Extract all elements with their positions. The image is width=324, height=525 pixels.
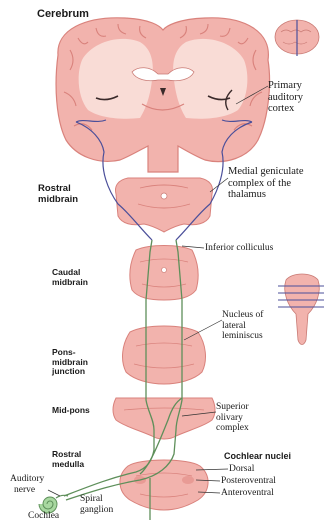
label-line: Rostral: [38, 184, 78, 195]
label-line: olivary: [216, 413, 249, 424]
label-spiral-ganglion: Spiral ganglion: [80, 494, 113, 515]
label-line: medulla: [52, 460, 84, 470]
rostral-midbrain-section: [116, 178, 213, 232]
label-line: junction: [52, 367, 88, 377]
label-line: Auditory: [10, 474, 44, 485]
label-inferior-colliculus: Inferior colliculus: [205, 243, 273, 254]
label-pons-midbrain-junction: Pons- midbrain junction: [52, 348, 88, 377]
label-line: midbrain: [52, 278, 88, 288]
label-line: complex of the: [228, 178, 304, 190]
rostral-medulla-section: [120, 460, 208, 510]
label-superior-olivary-complex: Superior olivary complex: [216, 402, 249, 434]
label-line: ganglion: [80, 505, 113, 516]
cerebrum-section: [56, 18, 269, 172]
label-line: Medial geniculate: [228, 166, 304, 178]
mid-pons-section: [113, 398, 215, 439]
label-auditory-nerve: Auditory nerve: [10, 474, 44, 495]
label-cerebrum: Cerebrum: [37, 8, 89, 20]
label-rostral-midbrain: Rostral midbrain: [38, 184, 78, 205]
label-line: auditory: [268, 92, 303, 104]
label-cochlear-nuclei: Cochlear nuclei: [224, 452, 291, 462]
label-anteroventral: Anteroventral: [221, 488, 274, 499]
label-line: Spiral: [80, 494, 113, 505]
label-line: Nucleus of: [222, 310, 263, 321]
label-line: leminiscus: [222, 331, 263, 342]
label-line: cortex: [268, 103, 303, 115]
label-dorsal: Dorsal: [229, 464, 254, 475]
label-cochlea: Cochlea: [28, 511, 59, 522]
label-line: lateral: [222, 321, 263, 332]
label-primary-auditory-cortex: Primary auditory cortex: [268, 80, 303, 115]
label-posteroventral: Posteroventral: [221, 476, 276, 487]
label-caudal-midbrain: Caudal midbrain: [52, 268, 88, 287]
label-nucleus-lateral-lemniscus: Nucleus of lateral leminiscus: [222, 310, 263, 342]
label-medial-geniculate: Medial geniculate complex of the thalamu…: [228, 166, 304, 201]
brain-orientation-icon: [275, 20, 319, 56]
label-line: Primary: [268, 80, 303, 92]
label-line: thalamus: [228, 189, 304, 201]
label-line: complex: [216, 423, 249, 434]
label-mid-pons: Mid-pons: [52, 406, 90, 416]
label-line: midbrain: [38, 195, 78, 206]
label-rostral-medulla: Rostral medulla: [52, 450, 84, 469]
label-line: nerve: [10, 485, 44, 496]
pons-midbrain-junction-section: [123, 326, 206, 384]
label-line: Superior: [216, 402, 249, 413]
brainstem-orientation-icon: [278, 274, 324, 345]
caudal-midbrain-section: [130, 246, 198, 301]
